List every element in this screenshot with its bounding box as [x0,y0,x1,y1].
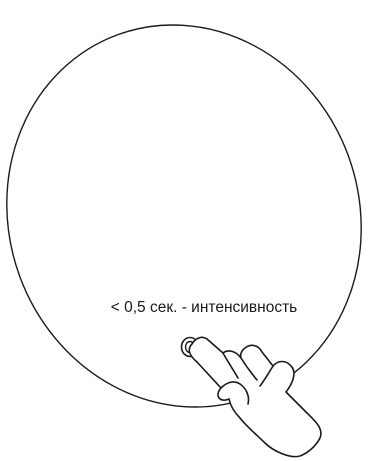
duration-caption: < 0,5 сек. - интенсивность [111,299,298,316]
